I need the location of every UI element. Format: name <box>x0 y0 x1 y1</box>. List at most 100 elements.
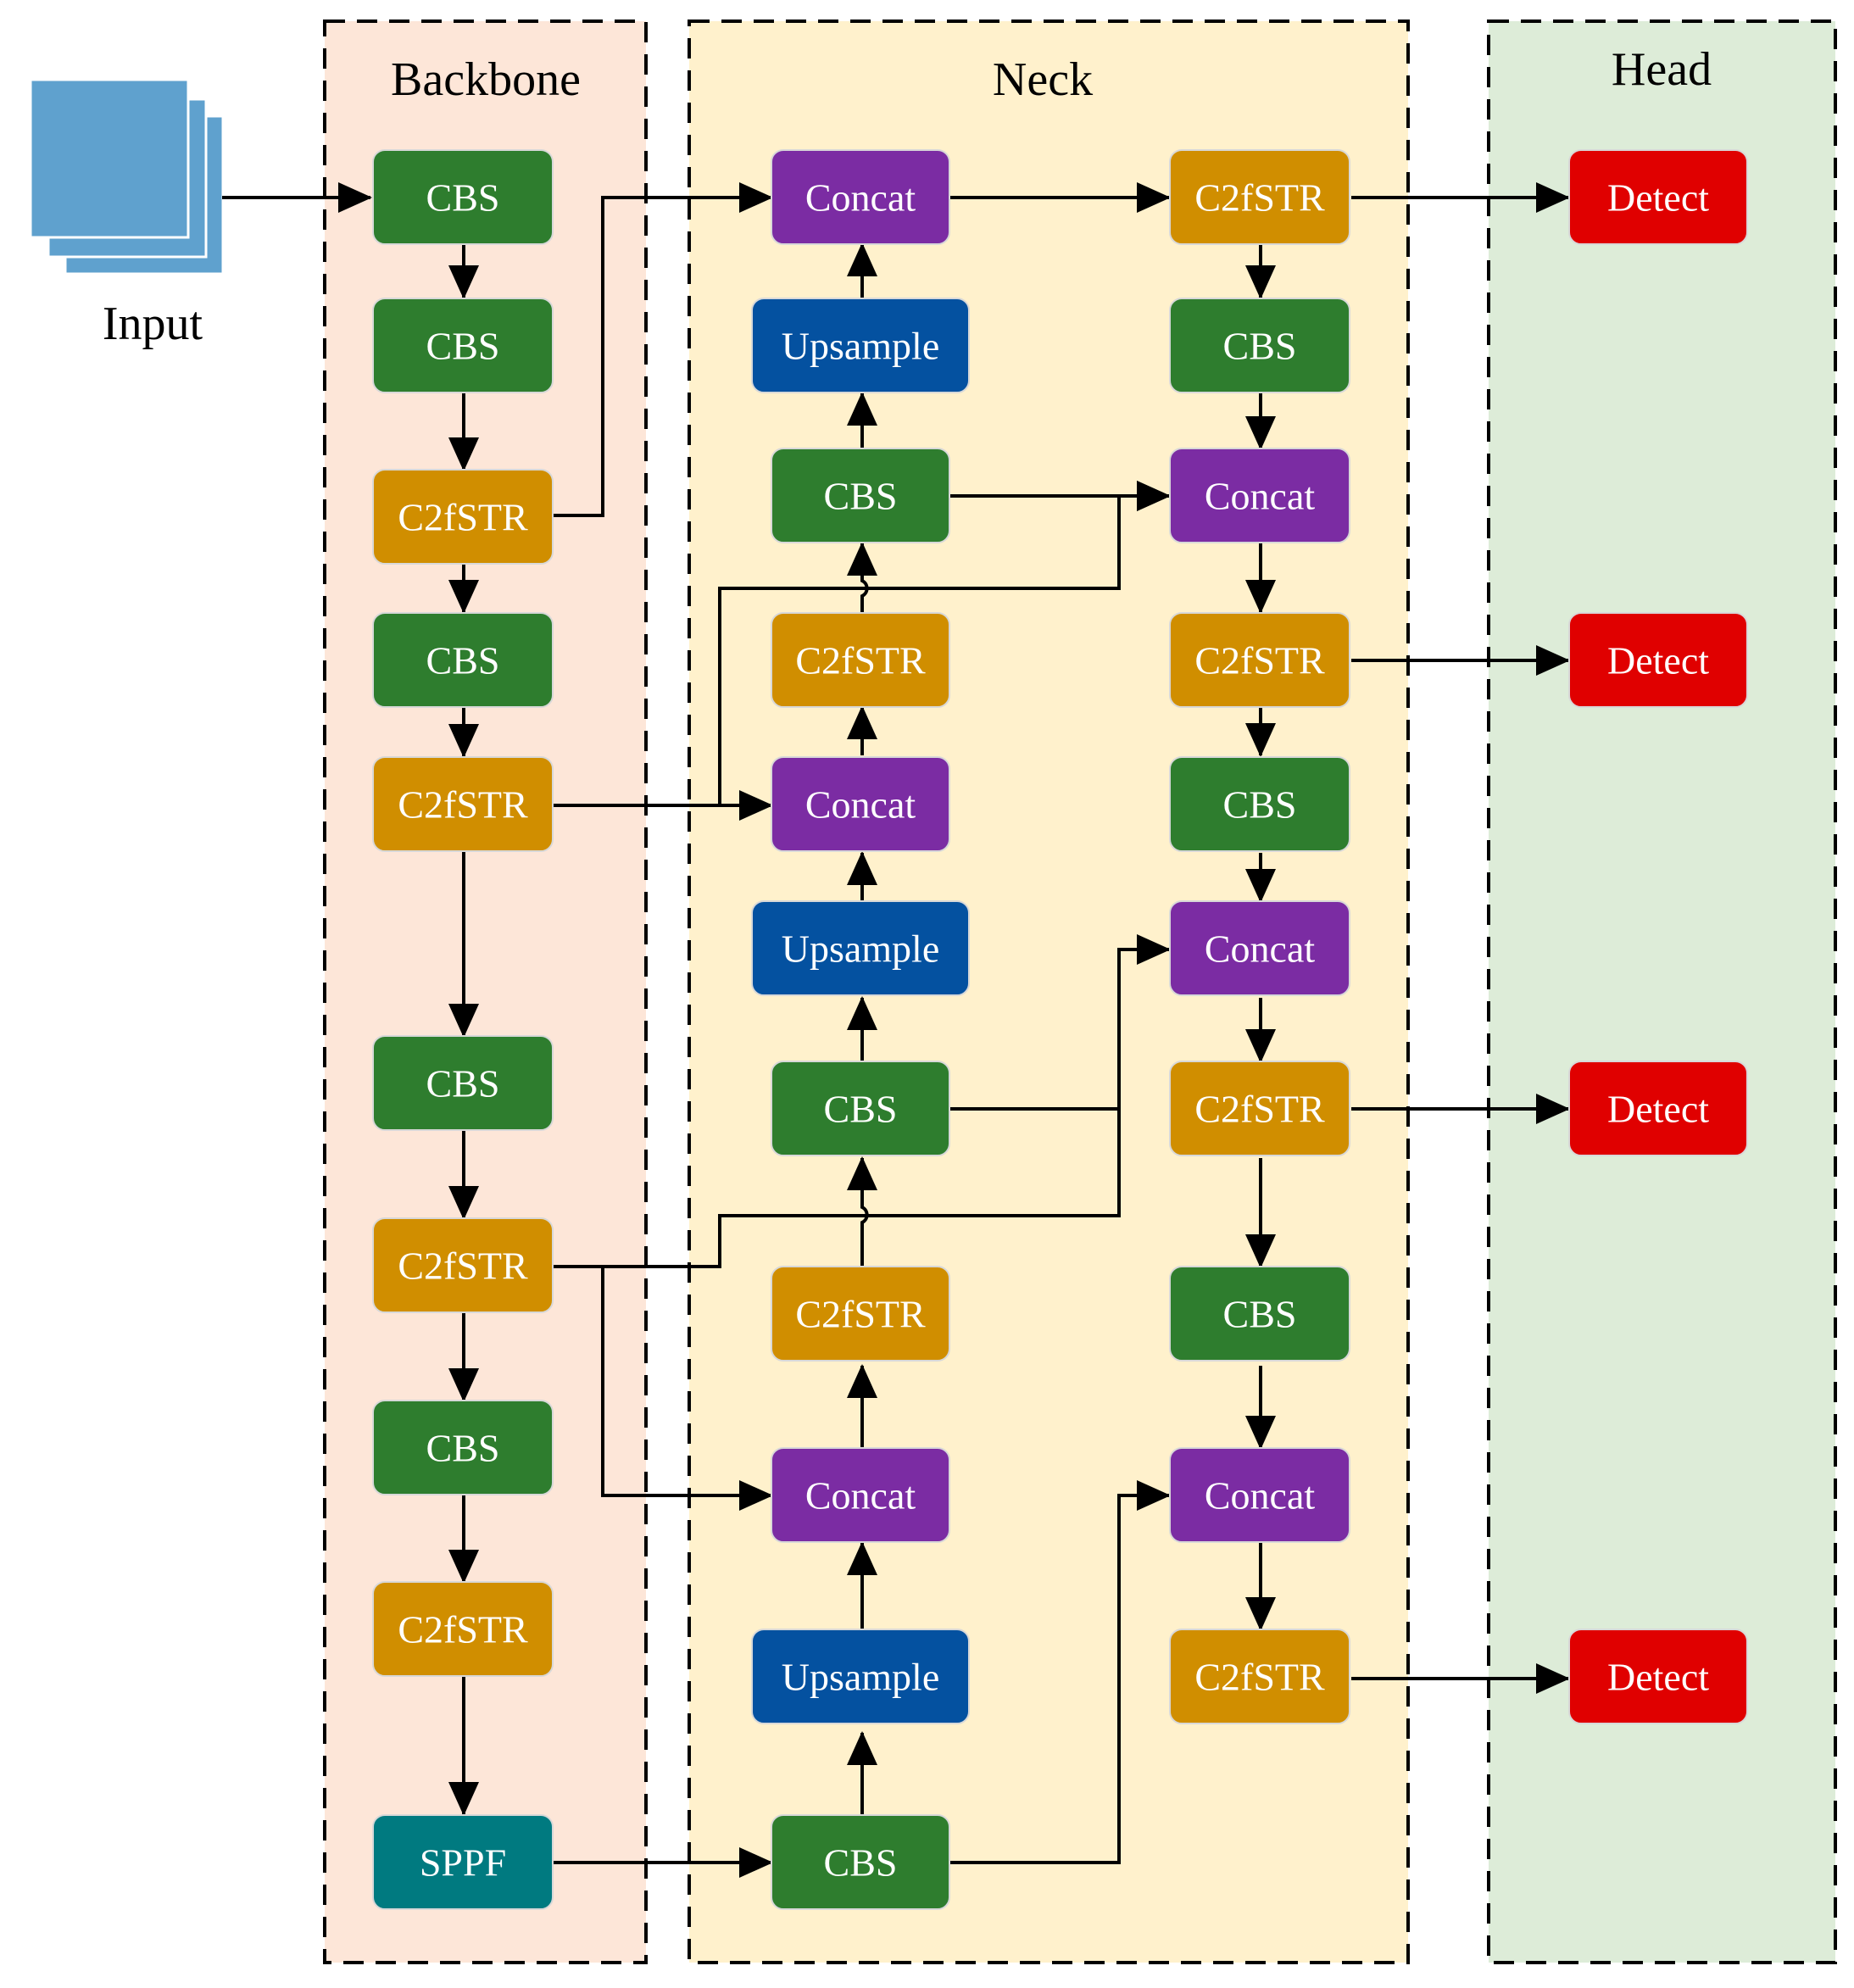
block-box <box>1169 1266 1350 1362</box>
block-box <box>1169 756 1350 852</box>
m1-c2fstr-block: C2fSTR <box>1169 149 1350 245</box>
block-label: Upsample <box>782 325 940 368</box>
block-box <box>751 1629 970 1724</box>
block-label: Concat <box>805 176 916 220</box>
block-label: SPPF <box>420 1841 506 1885</box>
block-box <box>1169 1447 1350 1543</box>
block-box <box>372 298 554 393</box>
block-box <box>771 1061 950 1156</box>
block-box <box>751 298 970 393</box>
block-box <box>771 1447 950 1543</box>
block-label: CBS <box>824 475 898 518</box>
block-label: C2fSTR <box>398 783 528 827</box>
b9-c2fstr-block: C2fSTR <box>372 1581 554 1677</box>
block-label: CBS <box>1223 783 1297 827</box>
block-box <box>372 1217 554 1313</box>
block-box <box>372 1814 554 1910</box>
b8-cbs-block: CBS <box>372 1400 554 1495</box>
block-box <box>1568 1061 1748 1156</box>
h1-detect-block: Detect <box>1568 149 1748 245</box>
neck-title: Neck <box>993 53 1093 106</box>
n7-cbs-block: CBS <box>771 1061 950 1156</box>
block-label: CBS <box>426 639 500 682</box>
block-label: C2fSTR <box>1194 1088 1325 1131</box>
block-box <box>1169 149 1350 245</box>
blocks-layer: CBS CBS C2fSTR CBS C2fSTR CBS C2fSTR CBS C2fSTR S… <box>372 149 1748 1910</box>
block-box <box>1169 298 1350 393</box>
block-box <box>771 756 950 852</box>
block-box <box>372 612 554 708</box>
block-label: Concat <box>805 1474 916 1517</box>
b4-cbs-block: CBS <box>372 612 554 708</box>
n9-concat-block: Concat <box>771 1447 950 1543</box>
block-box <box>771 149 950 245</box>
block-label: Detect <box>1607 639 1709 682</box>
block-box <box>1169 612 1350 708</box>
block-label: CBS <box>426 325 500 368</box>
b7-c2fstr-block: C2fSTR <box>372 1217 554 1313</box>
block-label: C2fSTR <box>1194 1656 1325 1699</box>
block-label: CBS <box>426 176 500 220</box>
block-box <box>1169 900 1350 996</box>
block-label: Detect <box>1607 1656 1709 1699</box>
block-label: C2fSTR <box>1194 176 1325 220</box>
n5-concat-block: Concat <box>771 756 950 852</box>
block-box <box>372 149 554 245</box>
block-label: Upsample <box>782 927 940 971</box>
block-box <box>1169 1061 1350 1156</box>
block-box <box>771 1266 950 1362</box>
block-label: C2fSTR <box>795 639 926 682</box>
h4-detect-block: Detect <box>1568 1629 1748 1724</box>
input-label: Input <box>103 298 203 350</box>
m6-concat-block: Concat <box>1169 900 1350 996</box>
block-label: CBS <box>824 1841 898 1885</box>
block-box <box>1568 612 1748 708</box>
m8-cbs-block: CBS <box>1169 1266 1350 1362</box>
block-label: Detect <box>1607 176 1709 220</box>
block-box <box>372 1035 554 1131</box>
block-box <box>372 1581 554 1677</box>
h3-detect-block: Detect <box>1568 1061 1748 1156</box>
block-label: C2fSTR <box>398 1245 528 1288</box>
b6-cbs-block: CBS <box>372 1035 554 1131</box>
block-label: CBS <box>426 1427 500 1470</box>
block-box <box>1169 448 1350 543</box>
n1-concat-block: Concat <box>771 149 950 245</box>
block-box <box>372 469 554 565</box>
block-label: CBS <box>1223 325 1297 368</box>
block-box <box>771 448 950 543</box>
block-label: CBS <box>824 1088 898 1131</box>
backbone-title: Backbone <box>391 53 581 106</box>
m5-cbs-block: CBS <box>1169 756 1350 852</box>
b5-c2fstr-block: C2fSTR <box>372 756 554 852</box>
block-label: C2fSTR <box>795 1293 926 1336</box>
block-box <box>751 900 970 996</box>
block-label: C2fSTR <box>1194 639 1325 682</box>
b3-c2fstr-block: C2fSTR <box>372 469 554 565</box>
n4-c2fstr-block: C2fSTR <box>771 612 950 708</box>
m3-concat-block: Concat <box>1169 448 1350 543</box>
block-box <box>771 1814 950 1910</box>
head-title: Head <box>1612 43 1712 96</box>
block-label: Concat <box>1205 927 1316 971</box>
block-label: Upsample <box>782 1656 940 1699</box>
m10-c2fstr-block: C2fSTR <box>1169 1629 1350 1724</box>
block-label: C2fSTR <box>398 496 528 539</box>
block-label: Detect <box>1607 1088 1709 1131</box>
m2-cbs-block: CBS <box>1169 298 1350 393</box>
m4-c2fstr-block: C2fSTR <box>1169 612 1350 708</box>
block-label: C2fSTR <box>398 1608 528 1651</box>
block-box <box>771 612 950 708</box>
n10-upsample-block: Upsample <box>751 1629 970 1724</box>
n2-upsample-block: Upsample <box>751 298 970 393</box>
block-box <box>372 1400 554 1495</box>
connections <box>222 182 1570 1878</box>
n11-cbs-block: CBS <box>771 1814 950 1910</box>
block-label: Concat <box>1205 475 1316 518</box>
block-label: Concat <box>1205 1474 1316 1517</box>
b10-sppf-block: SPPF <box>372 1814 554 1910</box>
input-image-stack <box>29 78 225 276</box>
m7-c2fstr-block: C2fSTR <box>1169 1061 1350 1156</box>
block-box <box>372 756 554 852</box>
